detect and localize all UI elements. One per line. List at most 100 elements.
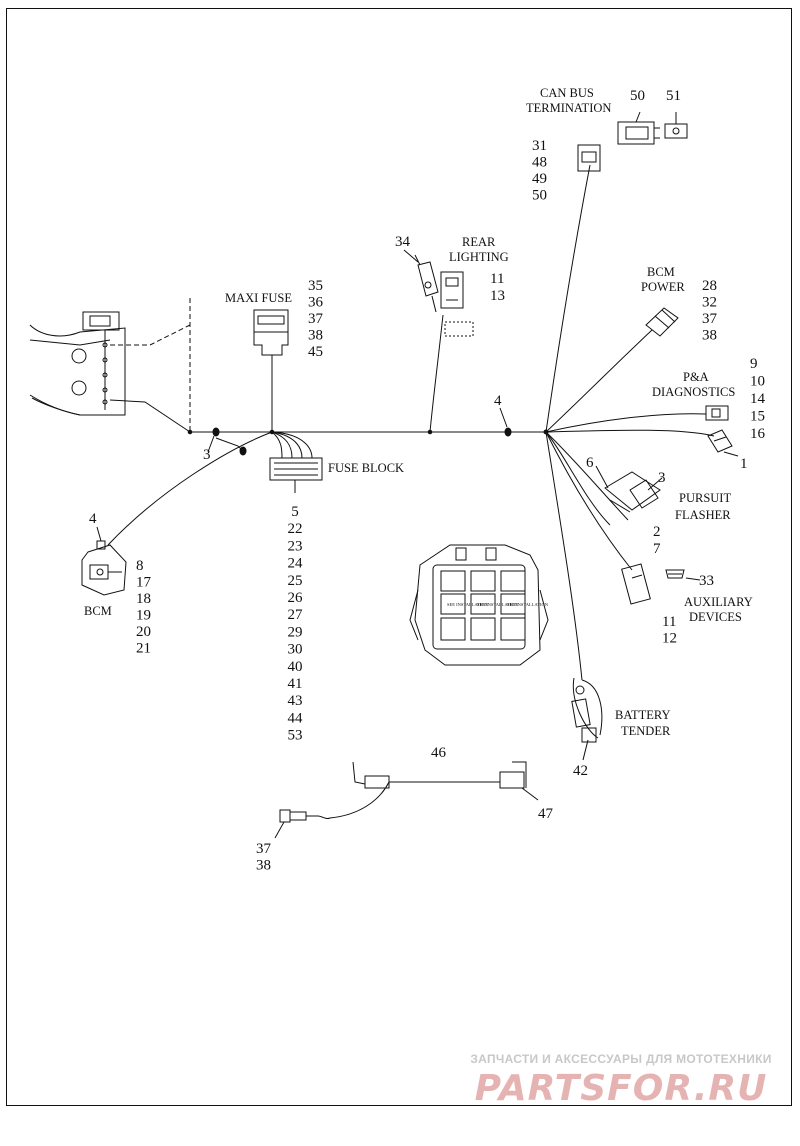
callout-34: 34: [395, 234, 411, 250]
callout-junction-3: 3: [203, 447, 211, 463]
bcm-module: [81, 540, 127, 596]
can-bus-connector: [577, 144, 601, 172]
battery-tender-connector: [571, 677, 603, 743]
callout-maxi-fuse-45: 45: [308, 344, 323, 360]
rear-lighting-connector: [440, 271, 474, 337]
callout-fuse-block-24: 24: [288, 556, 304, 572]
label-rear: REAR: [462, 235, 496, 249]
label-fuse-block: FUSE BLOCK: [328, 461, 404, 475]
auxiliary-cap: [665, 569, 685, 579]
callout-fuse-block-27: 27: [288, 607, 304, 623]
callout-1: 1: [740, 456, 748, 472]
pa-diagnostics-cap: [707, 429, 733, 453]
callout-fuse-block-5: 5: [291, 504, 299, 520]
callout-fuse-block-30: 30: [288, 642, 303, 658]
callout-bcm-power-32: 32: [702, 295, 717, 311]
callout-6: 6: [586, 455, 594, 471]
callout-fuse-block-43: 43: [288, 693, 303, 709]
label-flasher: FLASHER: [675, 508, 731, 522]
label-can-bus-termination: TERMINATION: [526, 101, 611, 115]
label-tender: TENDER: [621, 724, 671, 738]
callout-fuse-block-23: 23: [288, 538, 303, 554]
callout-can-conn-50: 50: [532, 188, 547, 204]
callout-fuse-block-44: 44: [288, 710, 304, 726]
callout-2: 2: [653, 524, 661, 540]
callout-ext-end-38: 38: [256, 858, 271, 874]
callout-maxi-fuse-37: 37: [308, 311, 324, 327]
bcm-power-connector: [645, 307, 679, 337]
fuse-block-connector: [269, 457, 323, 493]
callout-aux-conn-12: 12: [662, 631, 677, 647]
callout-7: 7: [653, 541, 661, 557]
callout-pa-diag-9: 9: [750, 356, 758, 372]
watermark: ЗАПЧАСТИ И АКСЕССУАРЫ ДЛЯ МОТОТЕХНИКИ PA…: [456, 1052, 786, 1109]
callout-42: 42: [573, 763, 588, 779]
callout-maxi-fuse-35: 35: [308, 278, 323, 294]
label-maxi-fuse: MAXI FUSE: [225, 291, 292, 305]
fuse-panel-label: SEE INSTALLATION: [507, 602, 549, 607]
callout-pa-diag-10: 10: [750, 374, 765, 390]
auxiliary-connector: [621, 563, 651, 605]
callout-50: 50: [630, 88, 645, 104]
callout-can-conn-49: 49: [532, 171, 547, 187]
junction-3: [212, 427, 220, 437]
callout-fuse-block-41: 41: [288, 676, 303, 692]
rear-lighting-terminal: [414, 254, 439, 313]
callout-3: 3: [658, 470, 666, 486]
callout-ext-end-37: 37: [256, 841, 272, 857]
fuse-panel-label: SEE INSTALLATION: [477, 602, 519, 607]
label-bcm: BCM: [84, 604, 112, 618]
callout-pa-diag-14: 14: [750, 391, 766, 407]
callout-bcm-4: 4: [89, 511, 97, 527]
watermark-logo: PARTSFOR.RU: [474, 1068, 768, 1109]
can-bus-termination-plug: [617, 121, 660, 145]
callout-51: 51: [666, 88, 681, 104]
label-devices: DEVICES: [689, 610, 742, 624]
callout-fuse-block-26: 26: [288, 590, 304, 606]
watermark-tagline: ЗАПЧАСТИ И АКСЕССУАРЫ ДЛЯ МОТОТЕХНИКИ: [470, 1052, 772, 1066]
label-bcm-power-2: POWER: [641, 280, 685, 294]
callout-can-conn-31: 31: [532, 138, 547, 154]
callout-47: 47: [538, 806, 554, 822]
pa-diagnostics-connector: [705, 405, 729, 421]
callout-fuse-block-29: 29: [288, 624, 303, 640]
callout-bcm-17: 17: [136, 575, 152, 591]
callout-rear-conn-13: 13: [490, 288, 505, 304]
callout-bcm-power-37: 37: [702, 311, 718, 327]
callout-bcm-20: 20: [136, 624, 151, 640]
label-auxiliary: AUXILIARY: [684, 595, 753, 609]
label-pa: P&A: [683, 370, 709, 384]
label-bcm-power-1: BCM: [647, 265, 675, 279]
callout-fuse-block-22: 22: [288, 521, 303, 537]
callout-bcm-power-38: 38: [702, 328, 717, 344]
fuse-block-panel: [409, 544, 549, 666]
callout-pa-diag-15: 15: [750, 409, 765, 425]
callout-bcm-power-28: 28: [702, 278, 717, 294]
callout-pa-diag-16: 16: [750, 426, 766, 442]
callout-can-conn-48: 48: [532, 155, 547, 171]
can-bus-cap: [664, 123, 688, 139]
callout-bcm-19: 19: [136, 608, 151, 624]
label-can-bus: CAN BUS: [540, 86, 594, 100]
callout-fuse-block-53: 53: [288, 728, 303, 744]
callout-maxi-fuse-36: 36: [308, 295, 324, 311]
maxi-fuse-connector: [253, 309, 289, 356]
callout-33: 33: [699, 573, 714, 589]
drawing-frame: [6, 8, 792, 1106]
label-battery: BATTERY: [615, 708, 671, 722]
callout-aux-conn-11: 11: [662, 614, 676, 630]
callout-rear-conn-11: 11: [490, 271, 504, 287]
label-lighting: LIGHTING: [449, 250, 509, 264]
callout-junction-4: 4: [494, 393, 502, 409]
frame-bracket: [29, 298, 191, 433]
label-diagnostics: DIAGNOSTICS: [652, 385, 735, 399]
callout-bcm-8: 8: [136, 558, 144, 574]
pursuit-flasher-connector: [604, 471, 661, 513]
fuse-panel-label: SEE INSTALLATION: [447, 602, 489, 607]
callout-fuse-block-40: 40: [288, 659, 303, 675]
junction-4: [504, 427, 512, 437]
label-pursuit: PURSUIT: [679, 491, 731, 505]
extension-harness: [279, 761, 527, 823]
callout-46: 46: [431, 745, 447, 761]
